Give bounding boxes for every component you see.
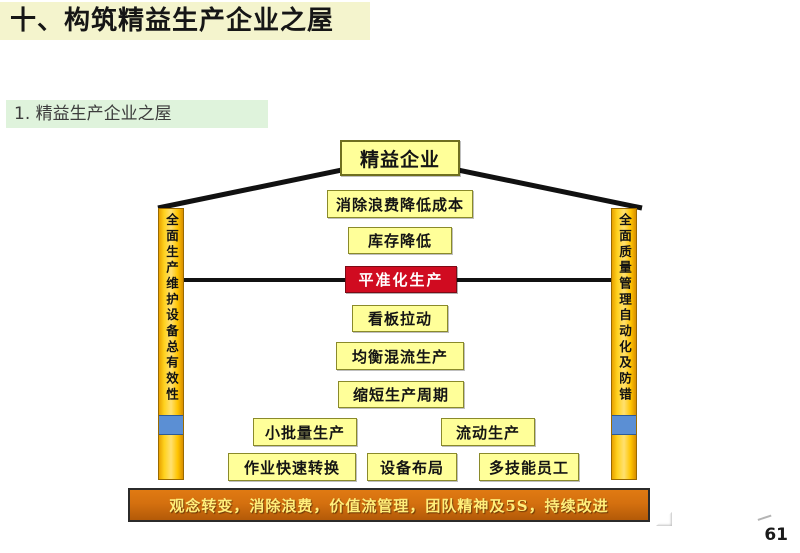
box-eliminate-waste-reduce-cost[interactable]: 消除浪费降低成本 [327,190,473,218]
box-lean-enterprise[interactable]: 精益企业 [340,140,460,176]
box-multi-skilled-workers[interactable]: 多技能员工 [479,453,579,481]
lean-house-diagram: 精益企业 全面生产维护 设备总有效性 全面质量管理 自动化及防错 消除浪费降低成… [0,130,800,530]
pillar-left-tpm[interactable]: 全面生产维护 设备总有效性 [158,208,184,480]
pillar-right-band [612,415,636,435]
title-highlight-band [0,2,370,40]
page-title: 十、构筑精益生产企业之屋 [10,6,335,36]
box-mixed-model-leveling[interactable]: 均衡混流生产 [336,342,464,370]
box-kanban-pull[interactable]: 看板拉动 [352,305,448,332]
pillar-left-upper-label: 全面生产维护 [164,213,179,309]
box-level-production[interactable]: 平准化生产 [345,266,457,293]
pillar-left-band [159,415,183,435]
page-subtitle: 1. 精益生产企业之屋 [14,104,172,124]
pillar-right-tqm[interactable]: 全面质量管理 自动化及防错 [611,208,637,480]
box-flow-production[interactable]: 流动生产 [441,418,535,446]
pillar-right-lower-label: 自动化及防错 [617,308,632,404]
subtitle-highlight-band [6,100,268,128]
box-inventory-reduction[interactable]: 库存降低 [348,227,452,254]
page-number: 61 [764,525,788,545]
box-equipment-layout[interactable]: 设备布局 [367,453,457,481]
foundation-bar[interactable]: 观念转变，消除浪费，价值流管理，团队精神及5S，持续改进 [128,488,650,522]
box-small-lot-production[interactable]: 小批量生产 [253,418,357,446]
pillar-right-upper-label: 全面质量管理 [617,213,632,309]
box-shorten-lead-time[interactable]: 缩短生产周期 [338,381,464,408]
box-quick-changeover[interactable]: 作业快速转换 [228,453,356,481]
pillar-left-lower-label: 设备总有效性 [164,308,179,404]
